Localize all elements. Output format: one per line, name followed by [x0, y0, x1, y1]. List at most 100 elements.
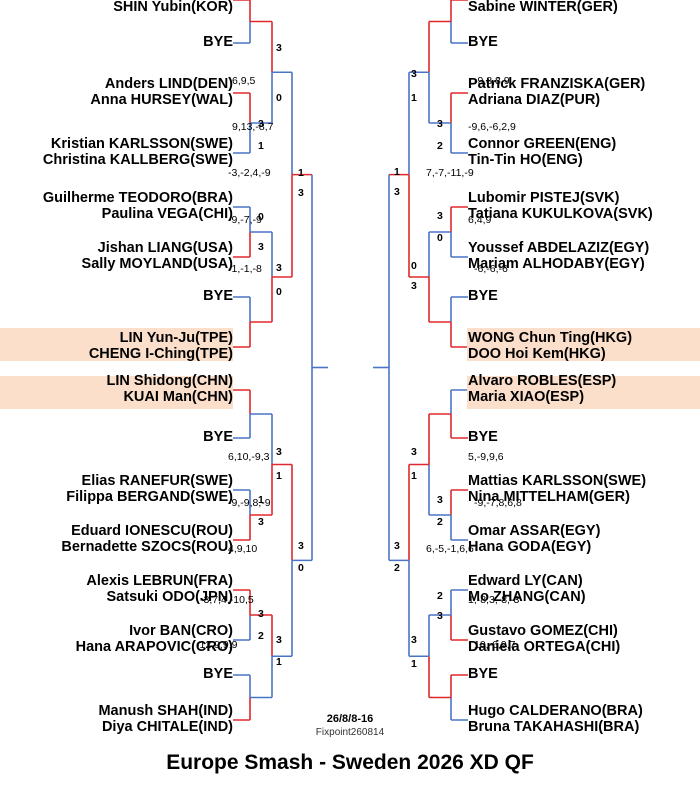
game-count: 3: [258, 516, 264, 528]
game-count: 1: [394, 166, 400, 178]
player-name: Sabine WINTER(GER): [468, 0, 618, 15]
set-scores: -12,9,9,9: [196, 639, 238, 651]
bye-label: BYE: [468, 429, 498, 445]
game-count: 0: [276, 92, 282, 104]
player-name: Hugo CALDERANO(BRA): [468, 703, 643, 719]
set-scores: -9,8,8,9: [474, 75, 510, 87]
game-count: 1: [411, 658, 417, 670]
bye-label: BYE: [203, 34, 233, 50]
player-name: LIN Shidong(CHN): [106, 373, 233, 389]
highlight-box-left: [0, 376, 233, 409]
player-name: Mattias KARLSSON(SWE): [468, 473, 647, 489]
game-count: 3: [298, 187, 304, 199]
game-count: 2: [437, 590, 443, 602]
set-scores: -3,7,4,-10,5: [200, 594, 254, 606]
highlight-box-right: [467, 328, 700, 361]
game-count: 3: [411, 68, 417, 80]
player-name: Patrick FRANZISKA(GER): [468, 76, 646, 92]
game-count: 1: [258, 494, 264, 506]
player-name: Ivor BAN(CRO): [129, 623, 233, 639]
player-name: Alvaro ROBLES(ESP): [468, 373, 617, 389]
player-name: Anna HURSEY(WAL): [90, 92, 233, 108]
set-scores: 6,9,5: [232, 75, 256, 87]
game-count: 1: [276, 470, 282, 482]
game-count: 3: [276, 446, 282, 458]
bye-label: BYE: [468, 288, 498, 304]
game-count: 0: [258, 211, 264, 223]
game-count: 1: [258, 140, 264, 152]
player-name: Tin-Tin HO(ENG): [468, 152, 583, 168]
game-count: 3: [437, 210, 443, 222]
game-count: 0: [298, 562, 304, 574]
game-count: 0: [437, 232, 443, 244]
game-count: 3: [258, 241, 264, 253]
game-count: 3: [258, 118, 264, 130]
player-name: Hana ARAPOVIC(CRO): [75, 639, 233, 655]
game-count: 3: [411, 446, 417, 458]
player-name: Filippa BERGAND(SWE): [66, 489, 233, 505]
player-name: Lubomir PISTEJ(SVK): [468, 190, 620, 206]
player-name: Mariam ALHODABY(EGY): [468, 256, 645, 272]
player-name: Satsuki ODO(JPN): [106, 589, 234, 605]
highlight-box-right: [467, 376, 700, 409]
bye-label: BYE: [203, 429, 233, 445]
event-date: 26/8/8-16: [326, 713, 374, 725]
set-scores: -9,-7,8,6,8: [474, 497, 522, 509]
player-name: Daniela ORTEGA(CHI): [468, 639, 621, 655]
game-count: 0: [411, 260, 417, 272]
set-scores: 1,-8,3,-8,-3: [468, 594, 520, 606]
player-name: WONG Chun Ting(HKG): [468, 330, 633, 346]
set-scores: -9,-9,8,-9: [228, 497, 271, 509]
player-name: Bruna TAKAHASHI(BRA): [468, 719, 640, 735]
set-scores: -6,-6,-6: [474, 263, 508, 275]
player-name: Jishan LIANG(USA): [97, 240, 233, 256]
game-count: 3: [394, 540, 400, 552]
player-name: KUAI Man(CHN): [123, 389, 233, 405]
set-scores: -3,-2,4,-9: [228, 167, 271, 179]
game-count: 3: [411, 280, 417, 292]
game-count: 1: [298, 167, 304, 179]
player-name: Manush SHAH(IND): [98, 703, 233, 719]
bye-label: BYE: [468, 666, 498, 682]
player-name: Eduard IONESCU(ROU): [71, 523, 233, 539]
player-name: Diya CHITALE(IND): [101, 719, 233, 735]
game-count: 3: [276, 634, 282, 646]
game-count: 3: [437, 494, 443, 506]
player-name: Hana GODA(EGY): [468, 539, 592, 555]
set-scores: 5,-9,9,6: [468, 451, 504, 463]
player-name: Sally MOYLAND(USA): [81, 256, 233, 272]
game-count: 1: [276, 656, 282, 668]
player-name: Paulina VEGA(CHI): [101, 206, 233, 222]
player-name: Adriana DIAZ(PUR): [468, 92, 601, 108]
player-name: SHIN Yubin(KOR): [113, 0, 233, 15]
player-name: Anders LIND(DEN): [104, 76, 233, 92]
set-scores: -9,6,-6,2,9: [468, 121, 516, 133]
player-name: Connor GREEN(ENG): [468, 136, 617, 152]
player-name: Gustavo GOMEZ(CHI): [468, 623, 618, 639]
player-name: Kristian KARLSSON(SWE): [50, 136, 233, 152]
game-count: 3: [437, 118, 443, 130]
bye-label: BYE: [203, 666, 233, 682]
player-name: Christina KALLBERG(SWE): [42, 152, 233, 168]
player-name: Edward LY(CAN): [468, 573, 583, 589]
player-name: Youssef ABDELAZIZ(EGY): [468, 240, 650, 256]
player-name: Omar ASSAR(EGY): [468, 523, 601, 539]
game-count: 3: [276, 42, 282, 54]
game-count: 1: [411, 92, 417, 104]
page-title: Europe Smash - Sweden 2026 XD QF: [166, 751, 534, 774]
bye-label: BYE: [203, 288, 233, 304]
game-count: 3: [258, 608, 264, 620]
game-count: 1: [411, 470, 417, 482]
highlight-box-left: [0, 328, 233, 361]
player-name: Bernadette SZOCS(ROU): [61, 539, 233, 555]
game-count: 2: [437, 140, 443, 152]
game-count: 2: [394, 562, 400, 574]
set-scores: 6,10,-9,3: [228, 451, 270, 463]
game-count: 3: [411, 634, 417, 646]
player-name: Elias RANEFUR(SWE): [81, 473, 233, 489]
set-scores: 7,-7,-11,-9: [426, 167, 474, 179]
game-count: 2: [258, 630, 264, 642]
player-name: Alexis LEBRUN(FRA): [86, 573, 233, 589]
